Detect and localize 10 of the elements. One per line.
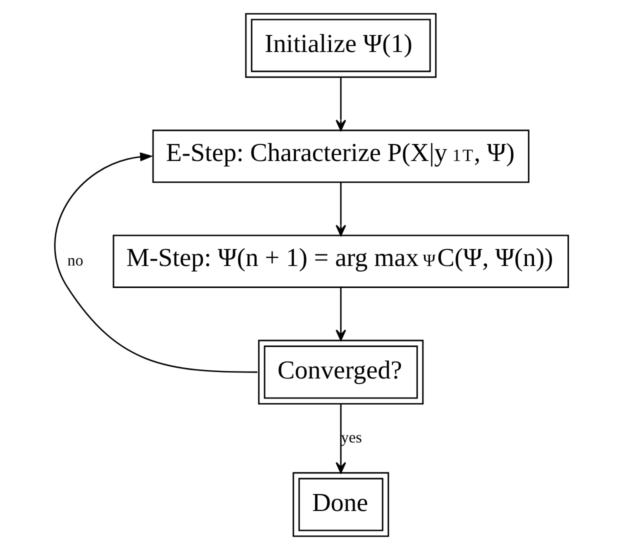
edge-label: no xyxy=(67,252,84,270)
node-box: Done xyxy=(292,472,390,537)
arrow xyxy=(336,287,346,341)
arrow xyxy=(336,182,346,236)
arrow xyxy=(336,78,346,131)
node-box: Converged? xyxy=(258,340,424,405)
arrow xyxy=(336,404,346,474)
edge-label: yes xyxy=(340,429,362,446)
node-box: Initialize Ψ(1) xyxy=(245,13,437,78)
arrow xyxy=(54,152,258,373)
